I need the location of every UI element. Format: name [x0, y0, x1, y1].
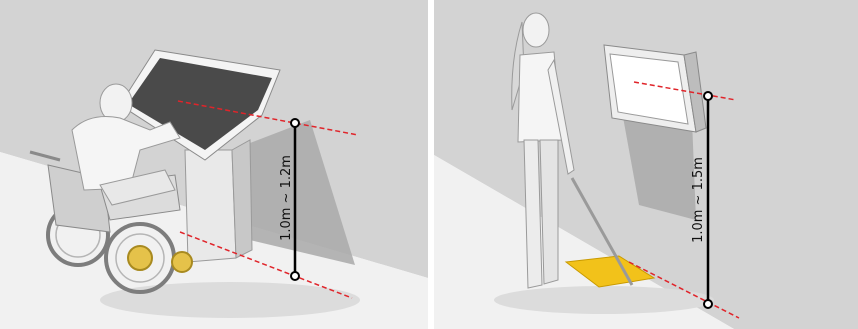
panel-cane-user-sign: 1.0m ~ 1.5m	[434, 0, 858, 329]
dimension-top-marker	[704, 92, 712, 100]
dimension-bottom-marker	[704, 300, 712, 308]
dimension-bottom-marker	[291, 272, 299, 280]
dimension-top-marker	[291, 119, 299, 127]
height-range-label-left: 1.0m ~ 1.2m	[279, 155, 294, 241]
kiosk-pedestal	[185, 150, 236, 262]
cane-user-sign-illustration: 1.0m ~ 1.5m	[434, 0, 858, 329]
floor-shadow	[494, 286, 714, 314]
kiosk-pedestal-side	[232, 140, 252, 258]
floor-shadow	[100, 282, 360, 318]
panel-wheelchair-kiosk: 1.0m ~ 1.2m	[0, 0, 428, 329]
wheelchair-kiosk-illustration: 1.0m ~ 1.2m	[0, 0, 428, 329]
height-range-label-right: 1.0m ~ 1.5m	[691, 157, 706, 243]
